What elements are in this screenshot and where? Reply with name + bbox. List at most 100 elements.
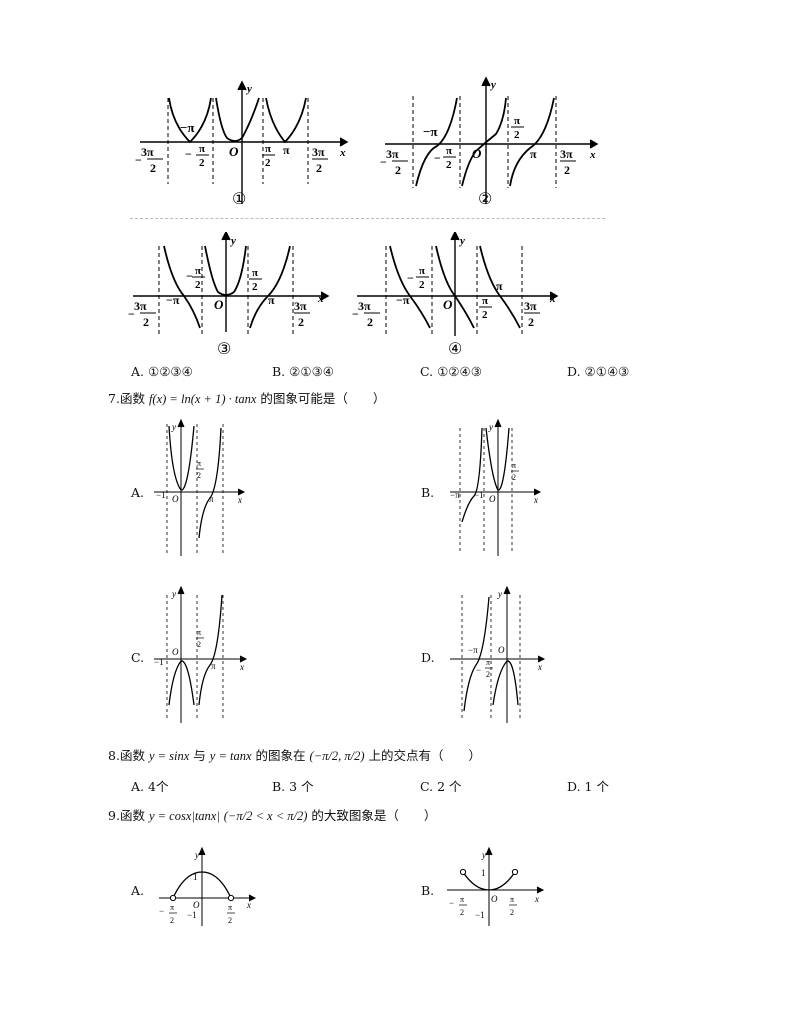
svg-text:π: π — [209, 494, 214, 504]
q6-graph-4: 3π − 2 −π − π 2 O π 2 π 3π 2 x y ④ — [352, 232, 559, 358]
svg-text:2: 2 — [460, 908, 464, 917]
q8-option-a[interactable]: A. 4个 — [131, 779, 169, 794]
q7-graph-c: −1 O π2 π x y — [154, 585, 248, 723]
svg-text:2: 2 — [298, 315, 304, 329]
svg-text:π: π — [252, 267, 258, 279]
svg-text:x: x — [537, 662, 542, 672]
q8-option-d[interactable]: D. 1 个 — [567, 779, 609, 794]
svg-text:π: π — [482, 295, 488, 307]
svg-text:π: π — [197, 459, 201, 468]
svg-text:y: y — [488, 422, 493, 432]
svg-text:2: 2 — [316, 161, 322, 175]
svg-text:x: x — [549, 293, 556, 305]
svg-text:−: − — [186, 269, 193, 283]
svg-text:2: 2 — [510, 908, 514, 917]
svg-text:2: 2 — [564, 163, 570, 177]
svg-text:−1: −1 — [475, 910, 485, 920]
q7-option-a-label[interactable]: A. — [131, 485, 145, 500]
svg-text:O: O — [443, 297, 453, 312]
svg-text:−π: −π — [468, 645, 478, 655]
svg-text:y: y — [229, 235, 236, 247]
svg-text:y: y — [458, 235, 465, 247]
q8-option-c[interactable]: C. 2 个 — [420, 779, 462, 794]
svg-text:π: π — [512, 461, 516, 470]
svg-text:O: O — [214, 297, 224, 312]
q8-stem: 8.函数 y = sinx 与 y = tanx 的图象在 (−π/2, π/2… — [108, 748, 482, 763]
q7-option-b-label[interactable]: B. — [421, 485, 435, 500]
svg-text:2: 2 — [419, 279, 425, 291]
svg-text:2: 2 — [197, 471, 201, 480]
svg-text:1: 1 — [481, 868, 486, 878]
q6-g3-number: ③ — [217, 341, 231, 358]
svg-text:−π: −π — [450, 490, 460, 500]
svg-text:2: 2 — [252, 281, 258, 293]
svg-text:3π: 3π — [524, 299, 537, 313]
svg-text:3π: 3π — [312, 145, 325, 159]
svg-text:π: π — [170, 903, 174, 912]
svg-text:−1: −1 — [156, 490, 166, 500]
q7-graph-a: −1 O π 2 π x y — [154, 418, 246, 556]
svg-text:π: π — [530, 147, 537, 161]
svg-text:y: y — [481, 850, 486, 860]
svg-text:π: π — [195, 265, 201, 277]
svg-text:−: − — [434, 151, 441, 165]
svg-text:π: π — [265, 143, 271, 155]
svg-text:x: x — [533, 495, 538, 505]
svg-text:π: π — [211, 661, 216, 671]
svg-text:2: 2 — [195, 279, 201, 291]
q7-stem: 7.函数 f(x) = ln(x + 1) · tanx 的图象可能是（ ） — [108, 391, 386, 406]
svg-text:π: π — [446, 145, 452, 157]
svg-text:x: x — [239, 662, 244, 672]
svg-text:−π: −π — [423, 124, 438, 139]
svg-text:−: − — [352, 307, 359, 321]
q9-option-b-label[interactable]: B. — [421, 883, 435, 898]
q6-graph-1: −π 3π − 2 − π 2 O π 2 π 3π 2 x y ① — [135, 80, 349, 208]
q9-option-a-label[interactable]: A. — [131, 883, 145, 898]
svg-text:y: y — [497, 589, 502, 599]
svg-text:1: 1 — [193, 872, 198, 882]
svg-text:2: 2 — [446, 159, 452, 171]
svg-text:x: x — [317, 293, 324, 305]
svg-text:π: π — [496, 279, 503, 293]
svg-text:y: y — [171, 589, 176, 599]
svg-text:2: 2 — [228, 916, 232, 925]
q7-graph-b: −π −1 O π2 x y — [450, 418, 542, 556]
svg-text:y: y — [171, 422, 176, 432]
svg-text:2: 2 — [197, 640, 201, 649]
svg-text:O: O — [491, 894, 498, 904]
q6-g4-number: ④ — [448, 341, 462, 358]
svg-text:−: − — [185, 147, 192, 161]
q7-option-c-label[interactable]: C. — [131, 650, 145, 665]
q6-option-d[interactable]: D. ②①④③ — [567, 364, 630, 379]
q6-option-c[interactable]: C. ①②④③ — [420, 364, 482, 379]
svg-text:2: 2 — [514, 129, 520, 141]
svg-text:−: − — [407, 271, 414, 285]
q9-graph-a: y 1 O −1 − π2 π2 x — [159, 846, 257, 926]
svg-text:2: 2 — [143, 315, 149, 329]
q6-g1-neg-pi: −π — [180, 120, 195, 135]
svg-text:−π: −π — [166, 293, 180, 307]
svg-text:O: O — [172, 494, 179, 504]
q7-graph-d: −π − π2 O x y — [450, 585, 546, 723]
q7-option-d-label[interactable]: D. — [421, 650, 435, 665]
svg-text:−: − — [380, 155, 387, 169]
svg-text:2: 2 — [395, 163, 401, 177]
q6-option-a[interactable]: A. ①②③④ — [131, 364, 193, 379]
svg-text:x: x — [237, 495, 242, 505]
svg-text:2: 2 — [367, 315, 373, 329]
q9-graph-b: y 1 O −1 − π2 π2 x — [447, 846, 545, 926]
svg-text:π: π — [419, 265, 425, 277]
svg-text:2: 2 — [150, 161, 156, 175]
svg-text:O: O — [498, 645, 505, 655]
svg-text:π: π — [228, 903, 232, 912]
svg-text:3π: 3π — [134, 299, 147, 313]
svg-text:π: π — [199, 143, 205, 155]
q6-option-b[interactable]: B. ②①③④ — [272, 364, 334, 379]
svg-text:−1: −1 — [154, 657, 164, 667]
svg-text:x: x — [534, 894, 539, 904]
q8-option-b[interactable]: B. 3 个 — [272, 779, 314, 794]
svg-text:π: π — [510, 895, 514, 904]
svg-text:−: − — [449, 898, 454, 908]
q6-g2-number: ② — [478, 191, 492, 208]
svg-text:2: 2 — [170, 916, 174, 925]
